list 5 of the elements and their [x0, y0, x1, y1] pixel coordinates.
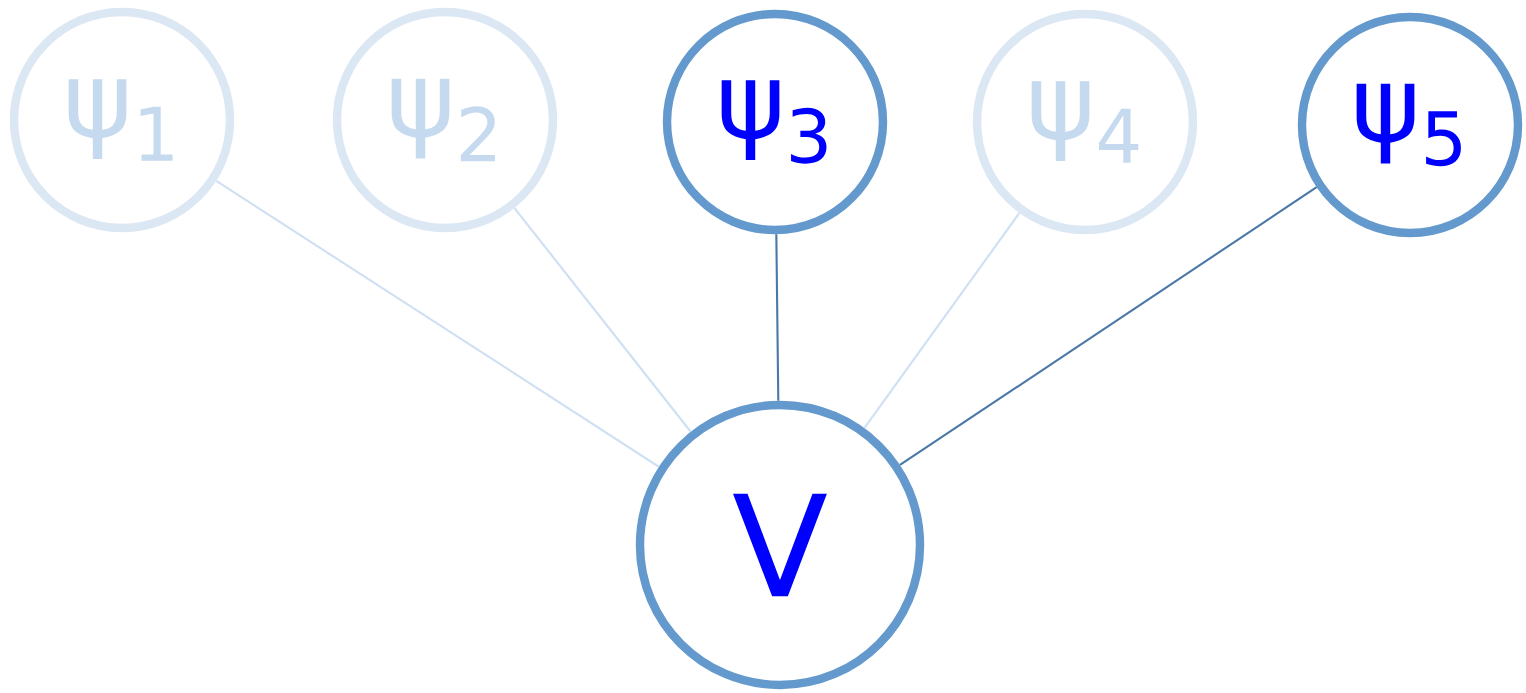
connector-line	[899, 186, 1318, 466]
connector-line	[513, 207, 692, 433]
connector-line	[775, 234, 780, 401]
connector-line	[863, 212, 1021, 429]
connector-line	[215, 179, 660, 468]
